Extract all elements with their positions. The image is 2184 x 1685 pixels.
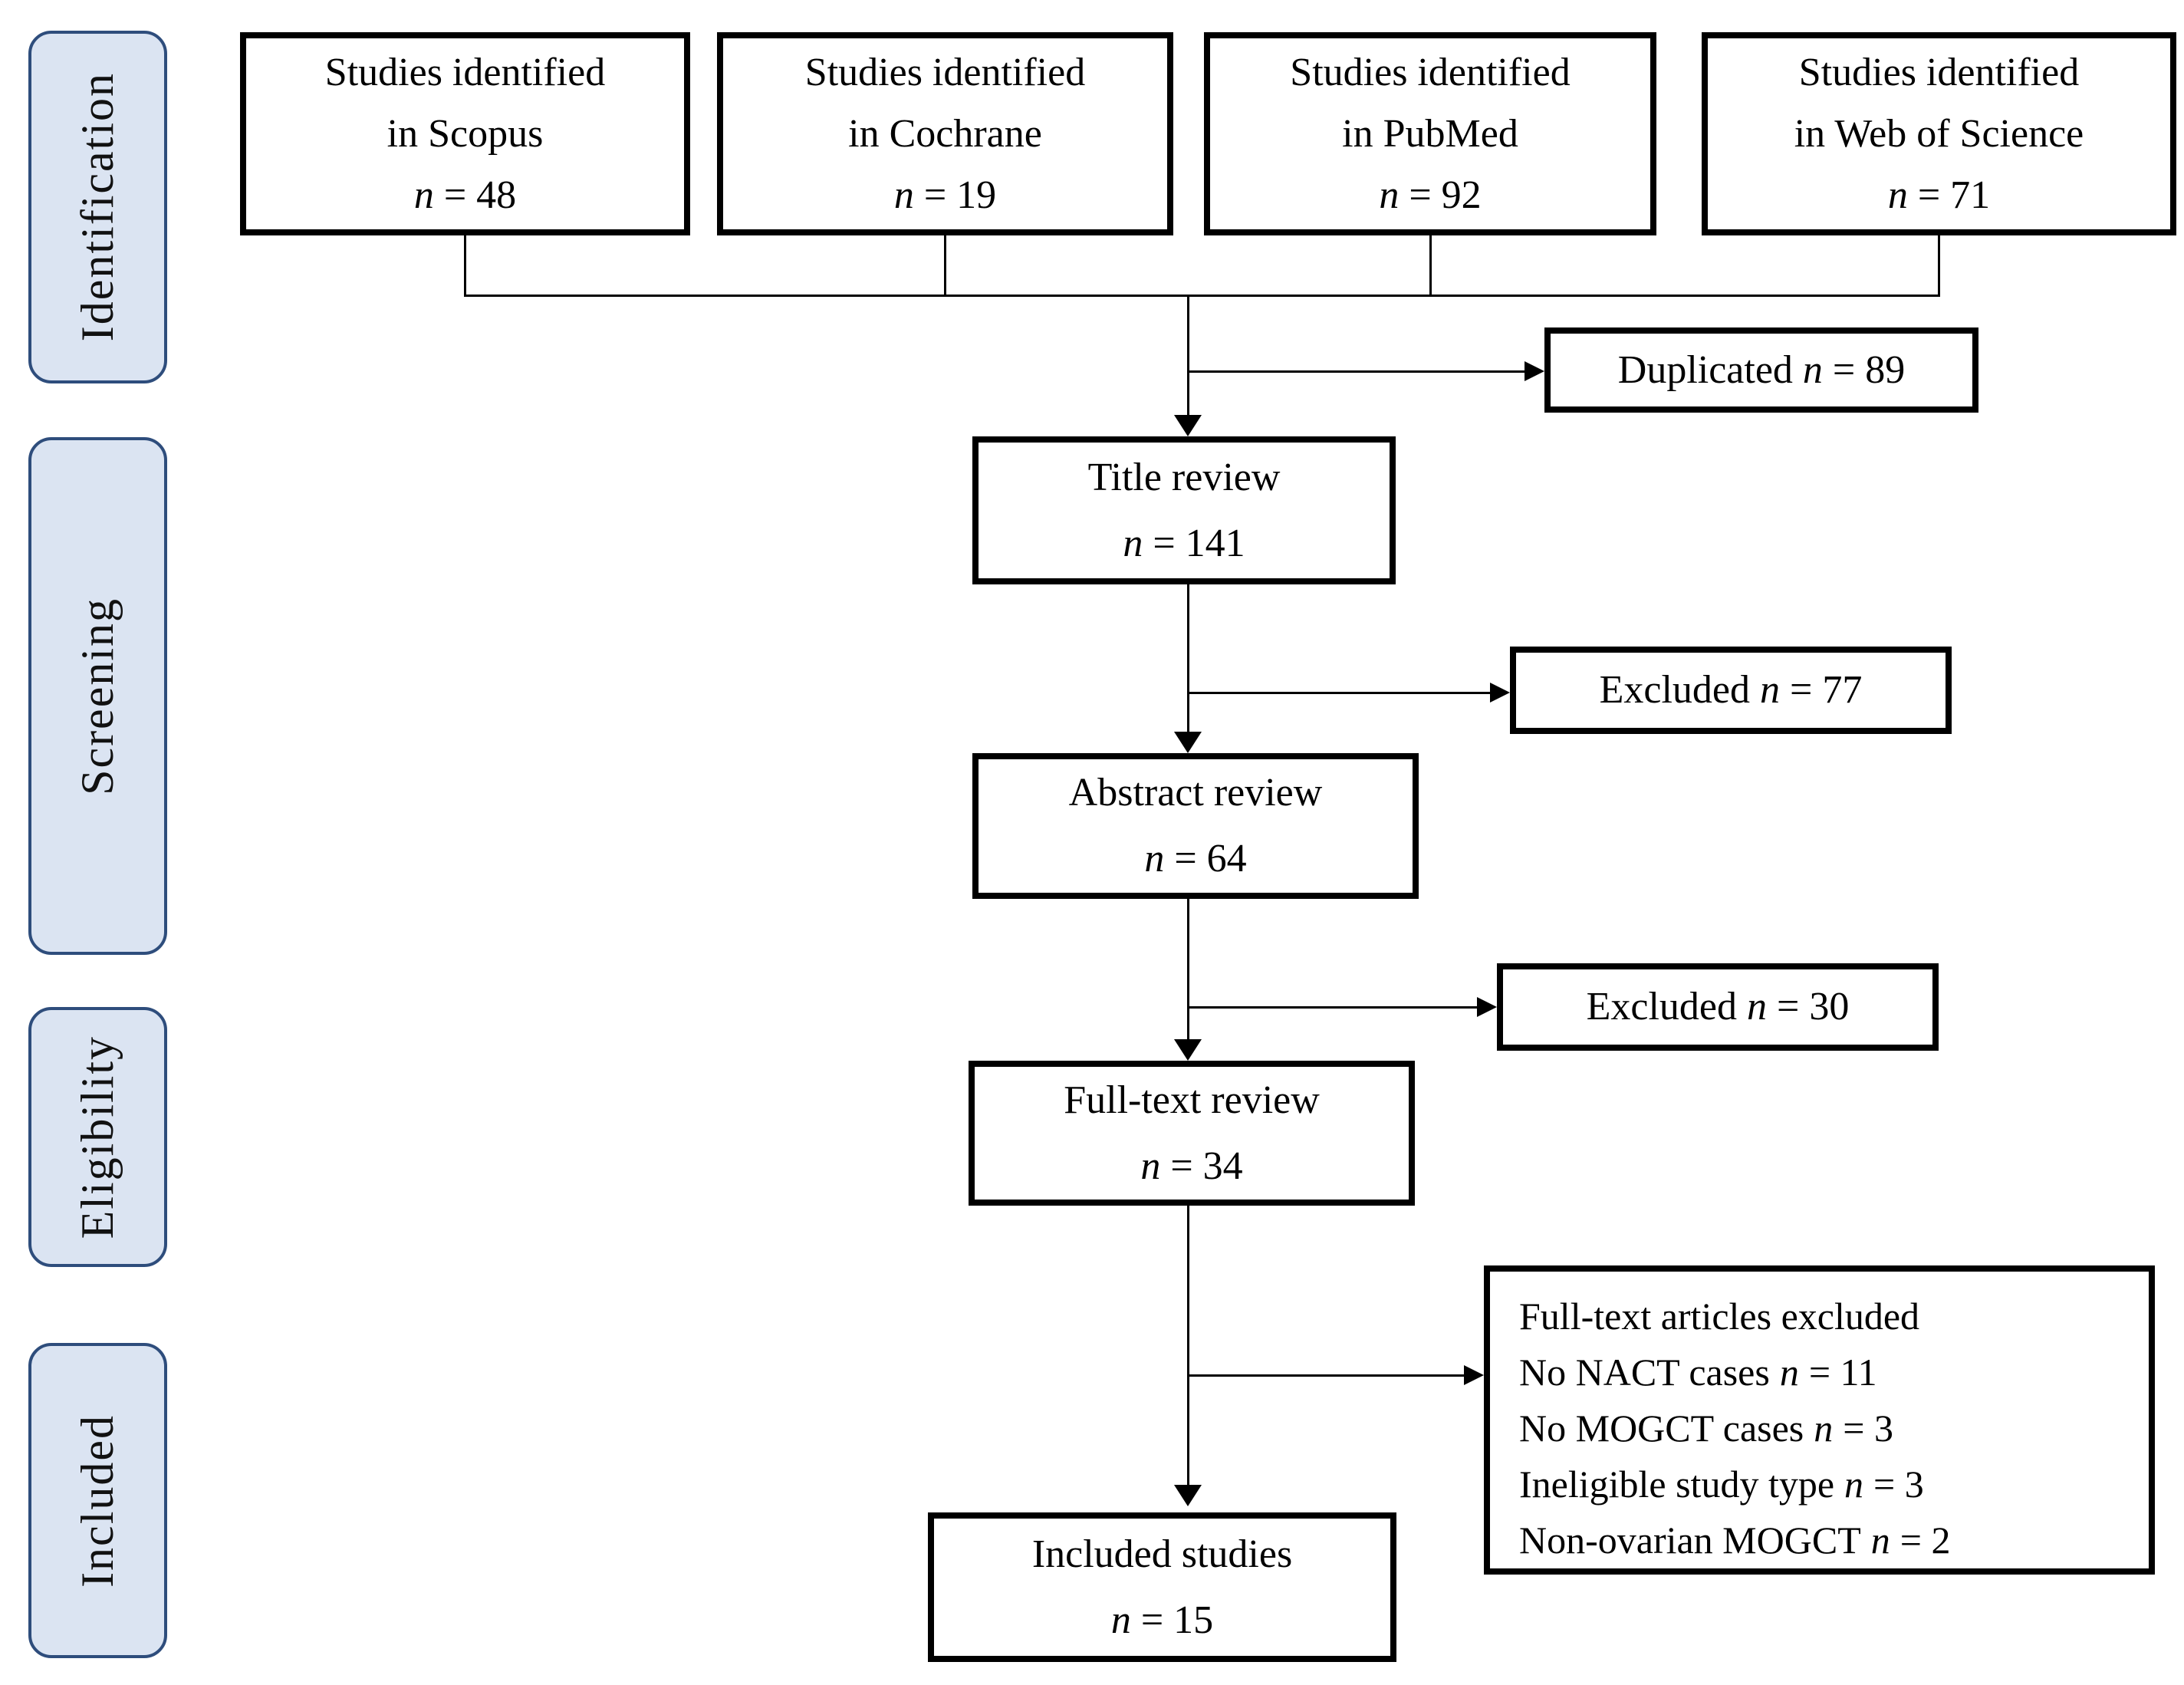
arrow-down-icon: [1174, 415, 1202, 436]
connector-branch-fulltext-exclusions: [1187, 1374, 1464, 1377]
connector-drop-scopus: [464, 235, 466, 295]
title-review-count: n= 141: [1123, 521, 1245, 565]
stage-included: Included: [28, 1343, 167, 1658]
source-box-cochrane: Studies identified in Cochrane n= 19: [717, 32, 1173, 235]
source-pubmed-line1: Studies identified: [1290, 50, 1571, 94]
stage-eligibility-label: Eligibility: [72, 1035, 123, 1239]
source-box-pubmed: Studies identified in PubMed n= 92: [1204, 32, 1656, 235]
stage-eligibility: Eligibility: [28, 1007, 167, 1267]
source-cochrane-count: n= 19: [893, 173, 997, 217]
source-pubmed-line2: in PubMed: [1342, 111, 1518, 156]
stage-identification-label: Identification: [72, 72, 123, 342]
connector-drop-cochrane: [944, 235, 946, 295]
arrow-right-icon: [1490, 683, 1510, 703]
source-cochrane-line1: Studies identified: [804, 50, 1086, 94]
source-box-web-of-science: Studies identified in Web of Science n= …: [1702, 32, 2176, 235]
fulltext-review-label: Full-text review: [1064, 1078, 1320, 1122]
source-box-scopus: Studies identified in Scopus n= 48: [240, 32, 690, 235]
connector-stem-to-fulltext: [1187, 899, 1189, 1039]
fulltext-exclusions-title: Full-text articles excluded: [1519, 1295, 1920, 1338]
source-scopus-line2: in Scopus: [386, 111, 544, 156]
arrow-down-icon: [1174, 1039, 1202, 1061]
source-scopus-count: n= 48: [413, 173, 517, 217]
step-box-abstract-review: Abstract review n= 64: [972, 753, 1419, 899]
stage-included-label: Included: [72, 1413, 123, 1588]
arrow-right-icon: [1525, 361, 1544, 381]
connector-branch-excluded-77: [1187, 692, 1490, 694]
source-cochrane-line2: in Cochrane: [848, 111, 1042, 156]
abstract-review-label: Abstract review: [1068, 771, 1323, 815]
included-studies-count: n= 15: [1110, 1598, 1214, 1642]
source-scopus-line1: Studies identified: [324, 50, 606, 94]
source-wos-count: n= 71: [1887, 173, 1991, 217]
connector-stem-to-included: [1187, 1206, 1189, 1485]
stage-screening: Screening: [28, 437, 167, 955]
connector-bus: [464, 295, 1940, 297]
step-box-fulltext-review: Full-text review n= 34: [969, 1061, 1415, 1206]
source-pubmed-count: n= 92: [1379, 173, 1482, 217]
source-wos-line2: in Web of Science: [1794, 111, 2084, 156]
stage-identification: Identification: [28, 31, 167, 383]
title-review-label: Title review: [1087, 455, 1281, 499]
connector-drop-pubmed: [1429, 235, 1432, 295]
connector-stem-to-abstract: [1187, 584, 1189, 732]
arrow-right-icon: [1464, 1365, 1484, 1385]
connector-branch-excluded-30: [1187, 1006, 1477, 1009]
step-box-included-studies: Included studies n= 15: [928, 1512, 1396, 1662]
side-box-fulltext-exclusions: Full-text articles excluded No NACT case…: [1484, 1265, 2155, 1575]
source-wos-line1: Studies identified: [1798, 50, 2080, 94]
fulltext-review-count: n= 34: [1140, 1144, 1243, 1188]
abstract-review-count: n= 64: [1144, 837, 1247, 880]
connector-stem-to-title: [1187, 295, 1189, 415]
connector-branch-duplicated: [1187, 370, 1525, 373]
included-studies-label: Included studies: [1031, 1532, 1293, 1576]
arrow-down-icon: [1174, 1485, 1202, 1506]
arrow-down-icon: [1174, 732, 1202, 753]
arrow-right-icon: [1477, 997, 1497, 1017]
connector-drop-wos: [1938, 235, 1940, 295]
stage-screening-label: Screening: [72, 597, 123, 795]
step-box-title-review: Title review n= 141: [972, 436, 1396, 584]
